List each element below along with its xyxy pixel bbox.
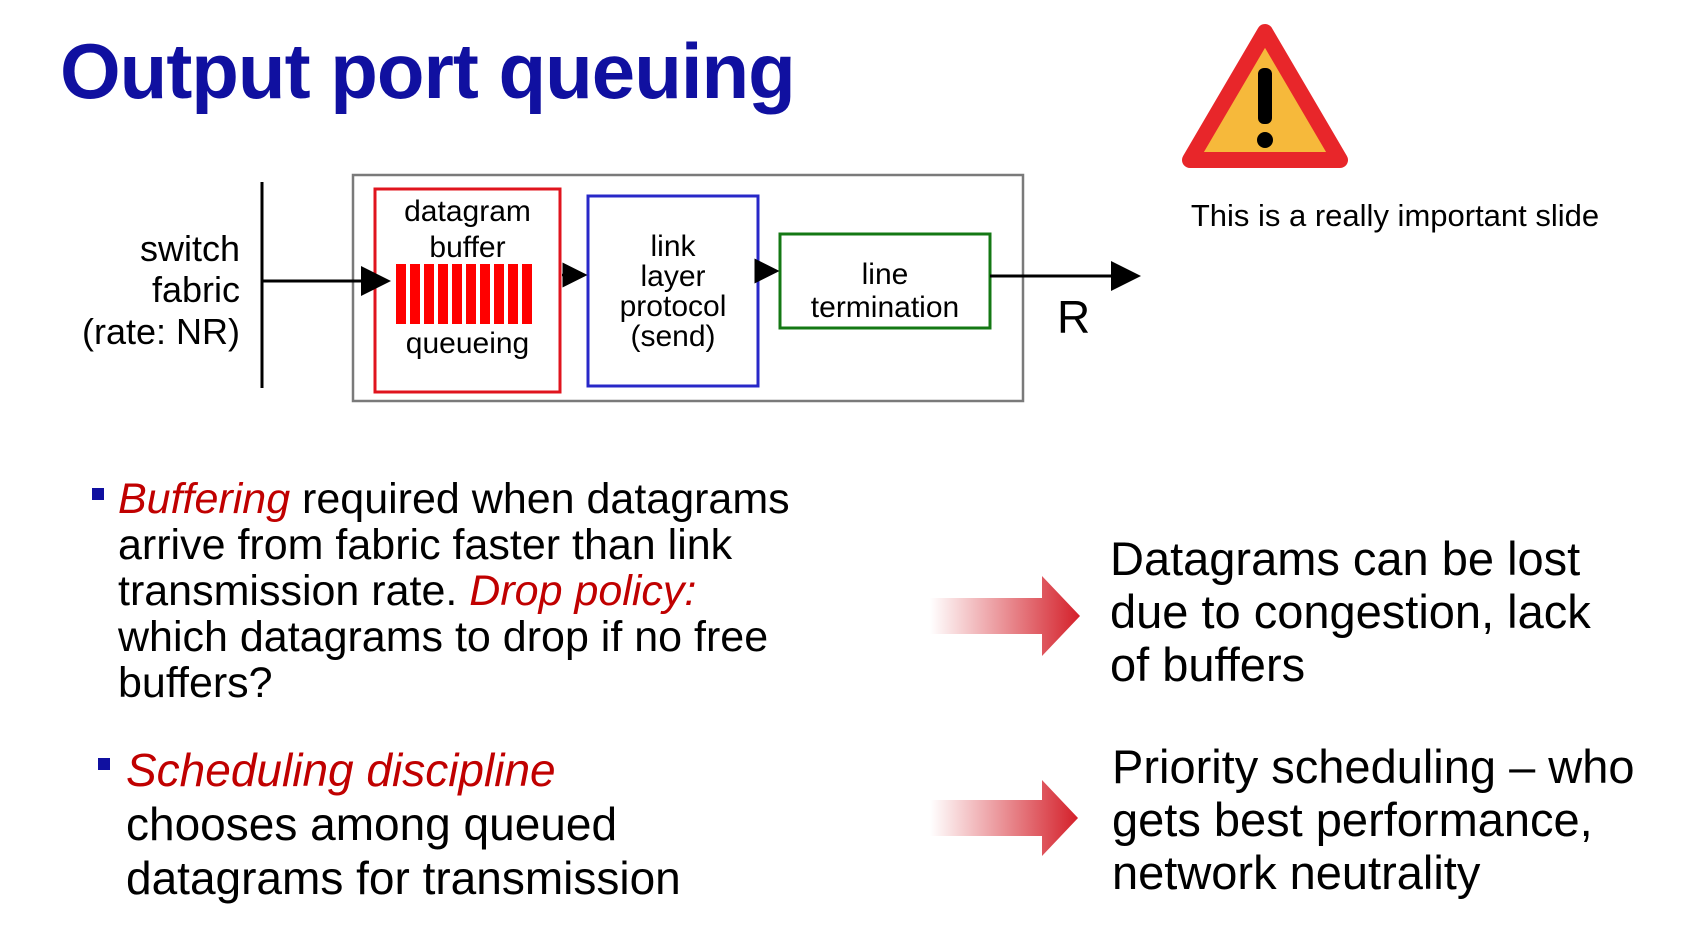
output-port-diagram xyxy=(260,173,1141,403)
queue-bars xyxy=(396,264,532,324)
buffering-bullet: Buffering required when datagrams arrive… xyxy=(118,475,790,707)
consequence-arrow xyxy=(930,780,1078,856)
priority-scheduling-note: Priority scheduling – who gets best perf… xyxy=(1112,740,1635,899)
scheduling-bullet: Scheduling discipline chooses among queu… xyxy=(126,744,681,904)
queueing-label: queueing xyxy=(405,327,530,360)
warning-caption: This is a really important slide xyxy=(1190,198,1600,233)
output-port-box xyxy=(351,173,1025,403)
bullet-marker xyxy=(92,488,104,500)
link-layer-box xyxy=(586,194,760,388)
scheduling-term: Scheduling discipline xyxy=(126,744,556,796)
bullet-marker xyxy=(98,758,110,770)
line-termination-box xyxy=(778,232,992,330)
drop-policy-term: Drop policy: xyxy=(469,567,697,615)
link-layer-label: link layer protocol (send) xyxy=(619,230,727,353)
slide-title: Output port queuing xyxy=(60,27,796,115)
switch-fabric-label: switch fabric (rate: NR) xyxy=(81,228,240,352)
warning-icon xyxy=(1182,24,1348,168)
lost-datagrams-note: Datagrams can be lost due to congestion,… xyxy=(1110,532,1591,691)
buffering-term: Buffering xyxy=(118,475,291,523)
line-termination-label: line termination xyxy=(810,258,960,324)
datagram-buffer-label: datagram buffer xyxy=(404,195,531,265)
output-rate-label: R xyxy=(1057,291,1091,343)
consequence-arrow xyxy=(930,576,1080,656)
